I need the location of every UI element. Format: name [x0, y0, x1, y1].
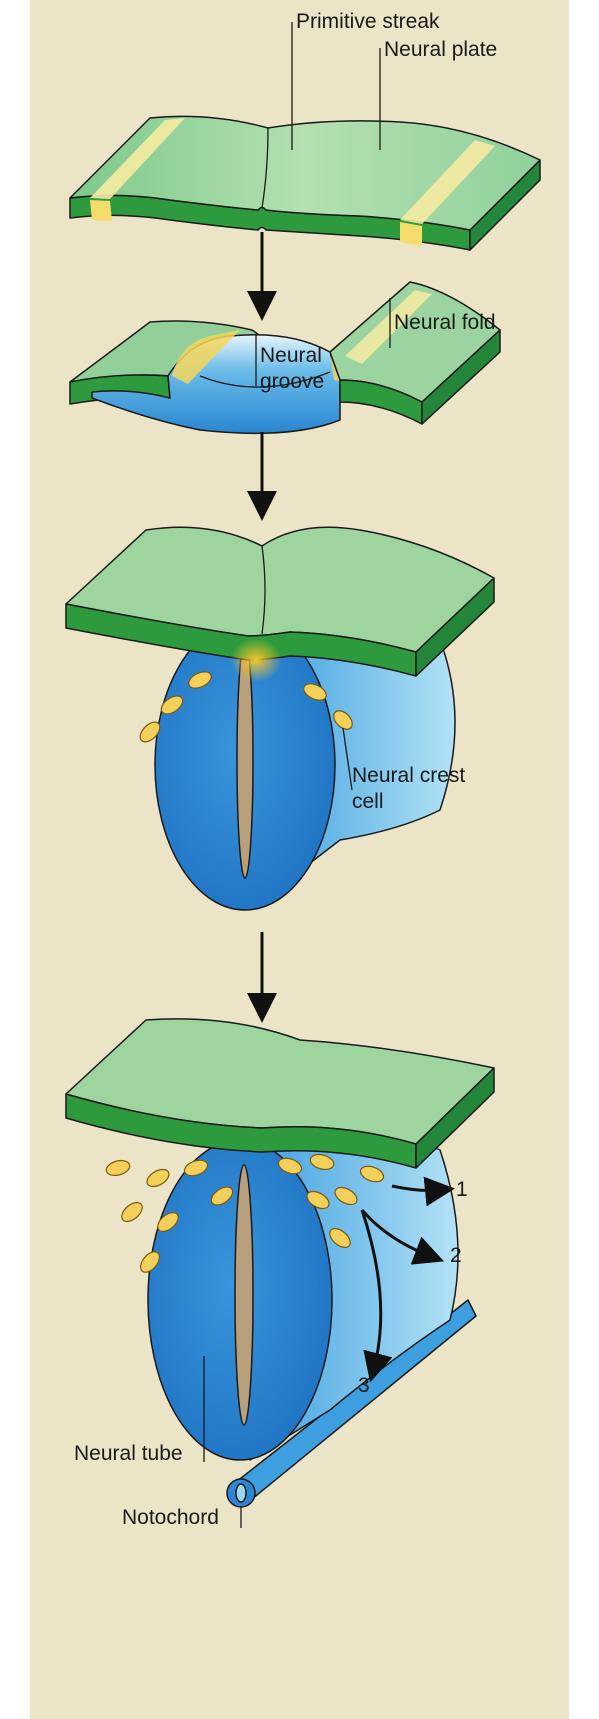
stage-2-groove-body	[91, 333, 341, 435]
stage-3-fusion-zone	[230, 638, 282, 682]
neural-crest-leader	[342, 727, 353, 791]
stage-4-crest-cells	[105, 1153, 385, 1273]
neural-fold-label: Neural fold	[394, 311, 496, 334]
neural-groove-label-line1: Neural	[260, 344, 322, 367]
crest-cell	[160, 695, 184, 715]
stage-3-ectoderm-right-side	[415, 577, 495, 677]
crest-cell	[333, 710, 353, 730]
stage-1-neural-plate: Primitive streak Neural plate	[69, 10, 541, 251]
page-margin-left	[0, 0, 30, 1719]
stage-2-groove-inner-line	[199, 371, 331, 388]
crest-cell	[309, 1153, 335, 1171]
page-margin-right	[569, 0, 599, 1719]
migration-pathway-2	[360, 1209, 445, 1265]
crest-cell	[277, 1157, 303, 1175]
stage-1-left-yellow-band	[90, 118, 185, 199]
crest-cell	[105, 1159, 131, 1177]
stage-4-tube-lumen	[234, 1164, 254, 1426]
stage-2-right-yellow-band	[345, 290, 432, 364]
crest-cell	[329, 1228, 351, 1248]
crest-cell	[183, 1159, 209, 1177]
crest-cell	[306, 1190, 330, 1210]
notochord-end-inner	[235, 1483, 247, 1503]
pathway-2-label: 2	[450, 1244, 462, 1267]
pathway-1-label: 1	[456, 1178, 468, 1201]
stage-4-ectoderm-right-side	[415, 1067, 495, 1169]
stage-3-neural-crest: Neural crest cell	[65, 526, 495, 911]
stage-1-right-yellow-side	[400, 222, 422, 246]
stage-2-neural-groove: Neural fold Neural groove	[69, 281, 501, 435]
stage-1-central-fold	[261, 127, 269, 209]
pathway-3-label: 3	[358, 1374, 370, 1397]
crest-cell	[188, 671, 212, 689]
stage-4-neural-tube: 1 2 3 Neural tube Notochord	[65, 1018, 495, 1529]
crest-cell	[140, 1251, 160, 1273]
crest-cell	[146, 1168, 170, 1188]
neural-tube-label: Neural tube	[74, 1442, 183, 1465]
crest-cell	[303, 683, 327, 701]
migration-pathway-1	[391, 1176, 455, 1207]
crest-cell	[359, 1165, 385, 1183]
primitive-streak-label: Primitive streak	[296, 10, 440, 33]
crest-cell	[334, 1186, 358, 1206]
crest-cell	[139, 721, 161, 743]
migration-pathway-3	[360, 1209, 393, 1383]
stage-3-midline-fold	[261, 545, 266, 635]
stage-2-right-side-face	[421, 329, 501, 425]
notochord-label: Notochord	[122, 1506, 219, 1529]
neural-groove-label-line2: groove	[260, 370, 324, 393]
stage-3-crest-cells	[139, 671, 353, 743]
crest-cell	[157, 1212, 179, 1232]
neural-crest-label-line1: Neural crest	[352, 764, 465, 787]
neural-crest-label-line2: cell	[352, 790, 384, 813]
stage-1-left-yellow-side	[90, 200, 112, 221]
crest-cell	[121, 1202, 143, 1222]
neural-plate-label: Neural plate	[384, 38, 497, 61]
crest-cell	[210, 1186, 234, 1206]
stage-2-left-fold-crest	[172, 330, 240, 384]
stage-1-right-yellow-band	[400, 140, 495, 224]
